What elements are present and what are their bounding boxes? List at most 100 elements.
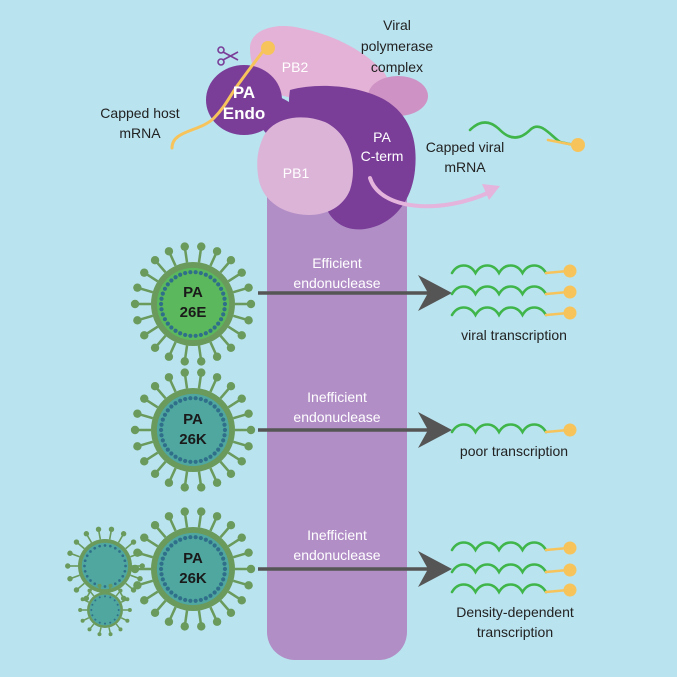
row2-virus-spike-tip [140, 457, 149, 466]
capped-viral-label-1: Capped viral [426, 139, 505, 155]
row3-endonuclease-label-2: endonuclease [293, 547, 380, 563]
row1-virus-dot [216, 321, 221, 326]
row3-virus-label-2: 26K [179, 570, 207, 587]
row1-virus-dot [159, 296, 164, 301]
row3-virus-spike-tip [244, 581, 253, 590]
row3-small-virus-a-spike-tip [120, 531, 127, 537]
row2-virus-dot [222, 433, 227, 438]
row3-small-virus-b-spike-tip [118, 588, 123, 593]
row2-virus-dot [169, 404, 174, 409]
row1-virus-spike-tip [197, 357, 206, 366]
row2-virus-dot [216, 447, 221, 452]
row1-virus-dot [188, 333, 193, 338]
row3-virus-dot [193, 598, 198, 603]
row3-small-virus-a-dot [123, 559, 127, 563]
row1-virus-spike-tip [133, 283, 142, 292]
row3-small-virus-a-dot [108, 544, 112, 548]
row2-virus-dot [159, 433, 164, 438]
row3-virus-dot [165, 547, 170, 552]
row3-small-virus-a-dot [118, 550, 121, 553]
row2-virus-dot [162, 443, 168, 448]
row3-small-virus-b-dot [109, 621, 112, 624]
row2-virus-dot [212, 451, 217, 456]
row3-virus-dot [173, 540, 178, 545]
row3-virus-spike-tip [140, 533, 149, 542]
row3-virus-dot [178, 596, 183, 601]
row2-virus-spike-tip [180, 368, 189, 377]
row3-virus-core [156, 532, 230, 606]
row1-virus-dot [173, 275, 178, 280]
row1-virus-spike-tip [140, 268, 149, 277]
row3-virus-dot [222, 566, 228, 572]
row1-virus-dot [222, 301, 228, 307]
row2-virus-dot [216, 408, 221, 413]
row2-virus-core [156, 393, 230, 467]
row3-small-virus-b-dot [109, 596, 112, 599]
row2-virus-spike-tip [197, 368, 206, 377]
row3-virus-dot [208, 540, 213, 545]
row3-virus-dot [216, 547, 221, 552]
row2-virus-dot [178, 457, 183, 462]
row1-virus-dot [203, 272, 208, 277]
row1-virus-dot [198, 332, 203, 338]
row3-virus-dot [198, 535, 203, 541]
row2-virus-spike-tip [164, 373, 174, 382]
row3-virus-dot [222, 572, 227, 577]
transcription-column [267, 150, 407, 660]
row1-virus-dot [178, 272, 183, 277]
row2-virus-dot [203, 457, 208, 462]
row3-virus-dot [222, 561, 227, 566]
row2-virus-dot [222, 422, 227, 427]
row1-virus-core [156, 267, 230, 341]
row3-virus-spike-tip [130, 564, 140, 574]
row1-virus-spike-tip [180, 357, 189, 366]
row3-small-virus-b-spike-tip [108, 583, 113, 588]
row3-virus-spike-tip [180, 507, 189, 516]
row2-virus-dot [183, 396, 188, 402]
row3-small-virus-a-dot [103, 544, 107, 547]
row3-virus-dot [183, 597, 188, 603]
row3-small-virus-a-dot [83, 559, 87, 563]
row1-endonuclease-label-1: Efficient [312, 255, 362, 271]
row1-virus-dot [221, 312, 226, 317]
row3-virus-dot [169, 543, 174, 548]
row2-virus-spike-tip [133, 409, 142, 418]
viral-mrna-cap [571, 138, 585, 152]
row2-virus-spike-tip [197, 483, 206, 492]
row3-small-virus-a-dot [98, 544, 102, 548]
row3-small-virus-b-spike-tip [125, 618, 130, 623]
row3-virus-spike-tip [237, 596, 246, 605]
row3-virus-dot [212, 543, 217, 548]
row2-virus-dot [178, 398, 183, 403]
row1-virus-dot [160, 291, 165, 296]
row1-mrna-b-cap [563, 285, 577, 299]
row2-virus-dot [218, 443, 224, 448]
pb1-label: PB1 [283, 165, 310, 181]
row3-small-virus-a-spike-tip [95, 526, 102, 533]
row3-small-virus-a-dot [89, 550, 92, 553]
row2-virus-dot [198, 396, 203, 402]
row2-virus-spike-tip [244, 409, 253, 418]
pa-endo-label-2: Endo [223, 104, 266, 123]
row3-virus-dot [208, 593, 213, 598]
row1-virus-dot [162, 286, 168, 291]
row2-virus-dot [193, 459, 198, 464]
row3-arrow-head [418, 551, 452, 587]
row3-small-virus-a-dot [123, 569, 127, 573]
row3-mrna-b-strand [450, 563, 548, 575]
row1-result-label-1: viral transcription [461, 327, 567, 343]
row2-virus-dot [188, 396, 193, 401]
row3-small-virus-b-spike-tip [80, 618, 85, 623]
row3-virus-spike-tip [197, 622, 206, 631]
row2-virus-dot [169, 451, 174, 456]
row3-virus-dot [218, 551, 224, 556]
row3-small-virus-a-spike-tip [65, 563, 71, 569]
row1-virus-dot [162, 317, 168, 322]
row1-virus-dot [173, 328, 178, 333]
row2-virus-dot [162, 412, 168, 417]
row2-virus-dot [160, 438, 165, 443]
row2-virus-label-2: 26K [179, 431, 207, 448]
row3-virus-spike-tip [226, 520, 236, 530]
